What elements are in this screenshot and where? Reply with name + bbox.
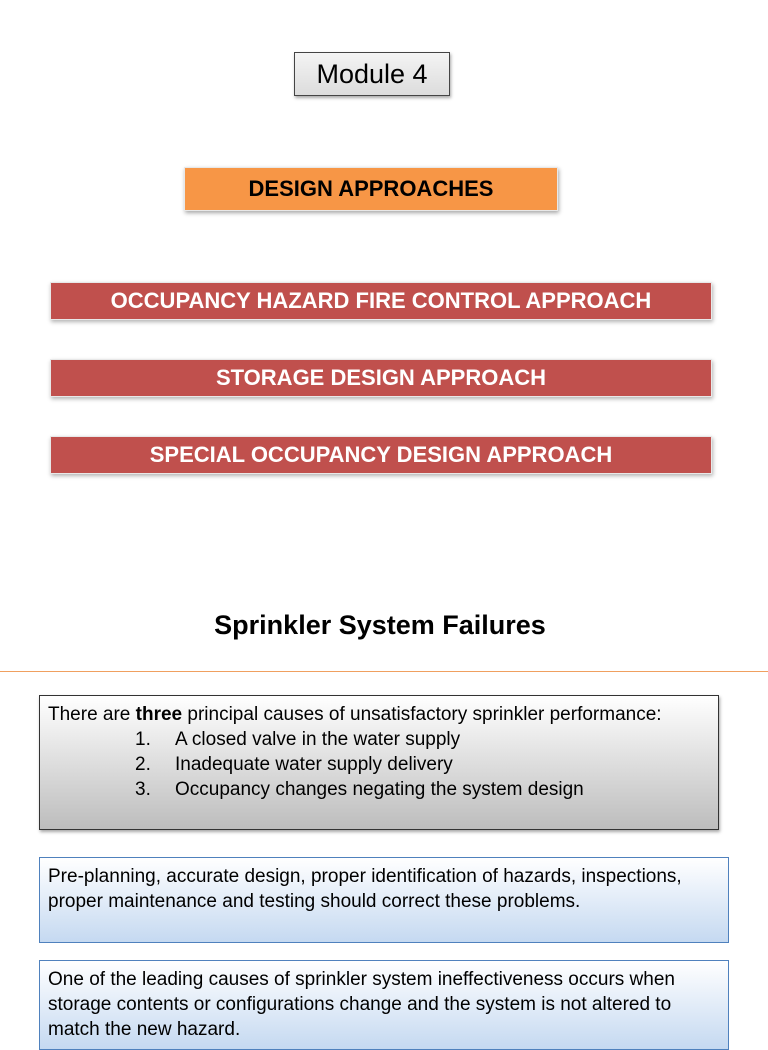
list-item: 3. Occupancy changes negating the system … xyxy=(48,777,710,802)
sprinkler-failures-title: Sprinkler System Failures xyxy=(214,610,546,640)
causes-list: 1. A closed valve in the water supply 2. I… xyxy=(48,727,710,802)
section-divider xyxy=(0,671,768,672)
causes-intro: There are three principal causes of unsa… xyxy=(48,702,710,727)
causes-intro-text: There are xyxy=(48,704,136,725)
approach-occupancy-hazard: OCCUPANCY HAZARD FIRE CONTROL APPROACH xyxy=(50,282,712,320)
list-item-number: 3. xyxy=(135,779,151,800)
list-item-text: Occupancy changes negating the system de… xyxy=(175,779,584,800)
list-item: 2. Inadequate water supply delivery xyxy=(48,752,710,777)
module-label: Module 4 xyxy=(294,52,450,96)
list-item-number: 2. xyxy=(135,754,151,775)
design-approaches-title: DESIGN APPROACHES xyxy=(184,167,558,211)
slide-design-approaches: Module 4 DESIGN APPROACHES OCCUPANCY HAZ… xyxy=(50,52,712,474)
approach-special-occupancy: SPECIAL OCCUPANCY DESIGN APPROACH xyxy=(50,436,712,474)
list-item-number: 1. xyxy=(135,729,151,750)
storage-change-note: One of the leading causes of sprinkler s… xyxy=(39,960,729,1050)
causes-box: There are three principal causes of unsa… xyxy=(39,695,719,830)
causes-intro-bold: three xyxy=(135,704,183,725)
list-item-text: Inadequate water supply delivery xyxy=(175,754,453,775)
causes-intro-text-end: principal causes of unsatisfactory sprin… xyxy=(182,704,662,725)
approach-storage-design: STORAGE DESIGN APPROACH xyxy=(50,359,712,397)
preplanning-note: Pre-planning, accurate design, proper id… xyxy=(39,857,729,943)
list-item-text: A closed valve in the water supply xyxy=(175,729,461,750)
list-item: 1. A closed valve in the water supply xyxy=(48,727,710,752)
